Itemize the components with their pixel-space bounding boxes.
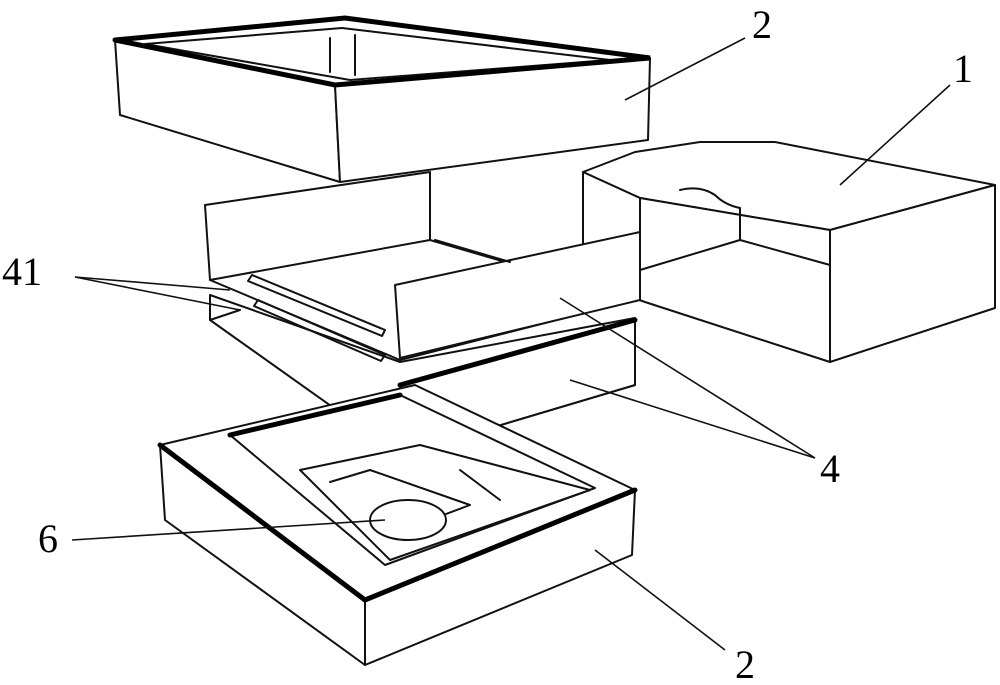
bottom-frame-component: [157, 384, 638, 666]
callout-lid-box: 1: [953, 46, 973, 91]
top-frame-component: [112, 15, 651, 183]
leader-lines: [71, 37, 951, 651]
lid-box-component: [582, 141, 996, 363]
callout-circle: 6: [38, 516, 58, 561]
callout-top-frame: 2: [752, 2, 772, 47]
callout-slots: 41: [2, 249, 42, 294]
callout-plates: 4: [820, 446, 840, 491]
callout-bottom-frame: 2: [735, 642, 755, 685]
